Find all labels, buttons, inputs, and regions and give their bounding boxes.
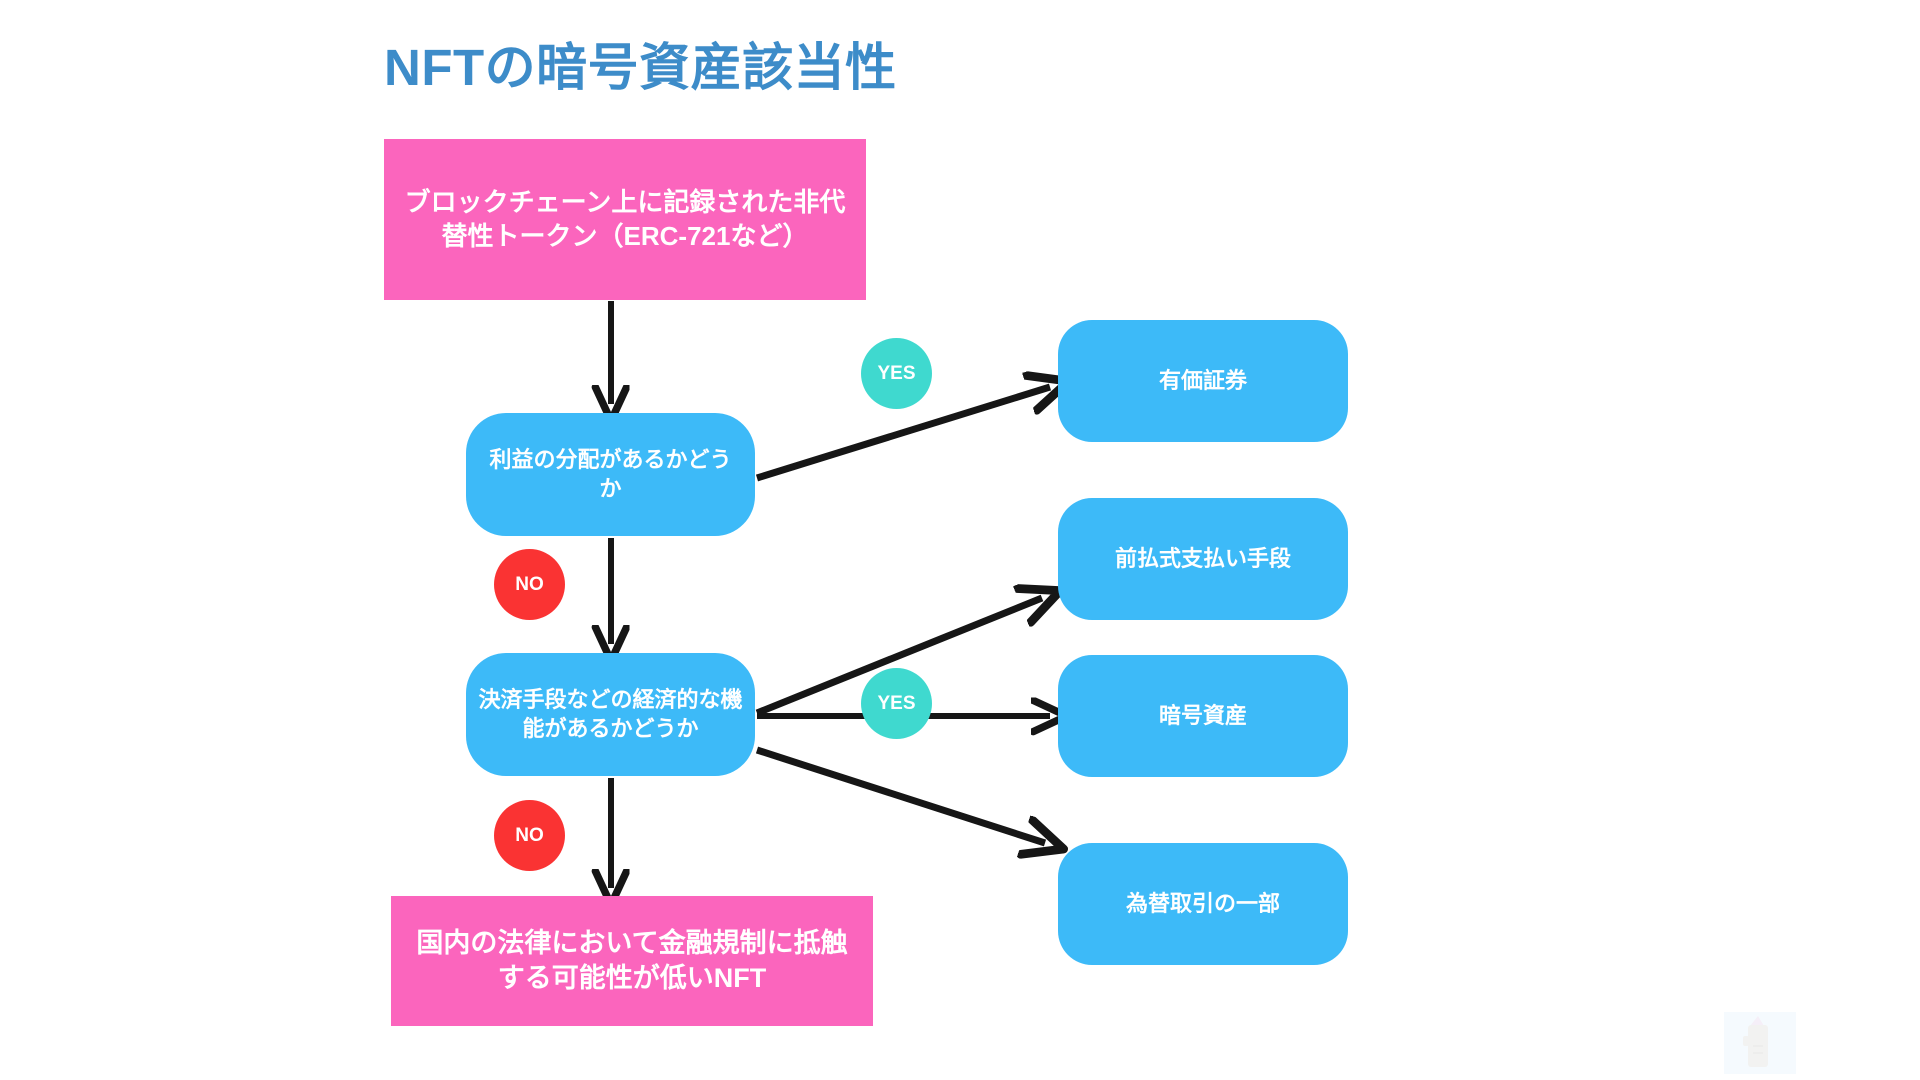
node-decision-economic-function[interactable]: 決済手段などの経済的な機能があるかどうか xyxy=(466,653,755,776)
badge-no-decision2: NO xyxy=(494,800,565,871)
badge-yes-decision1: YES xyxy=(861,338,932,409)
node-decision-profit-distribution[interactable]: 利益の分配があるかどうか xyxy=(466,413,755,536)
node-result-securities[interactable]: 有価証券 xyxy=(1058,320,1348,442)
edge-decision2-to-fx xyxy=(755,746,1045,843)
page-title: NFTの暗号資産該当性 xyxy=(384,39,897,96)
document-watermark-icon xyxy=(1724,1012,1796,1074)
node-result-crypto-asset[interactable]: 暗号資産 xyxy=(1058,655,1348,777)
node-start[interactable]: ブロックチェーン上に記録された非代替性トークン（ERC-721など） xyxy=(384,139,866,300)
node-result-prepaid-payment-instrument[interactable]: 前払式支払い手段 xyxy=(1058,498,1348,620)
badge-no-decision1: NO xyxy=(494,549,565,620)
node-result-foreign-exchange[interactable]: 為替取引の一部 xyxy=(1058,843,1348,965)
edge-decision2-to-prepaid xyxy=(755,598,1042,717)
badge-yes-decision2: YES xyxy=(861,668,932,739)
node-end-low-risk-nft[interactable]: 国内の法律において金融規制に抵触する可能性が低いNFT xyxy=(391,896,873,1026)
edge-decision1-to-securities xyxy=(755,387,1050,482)
